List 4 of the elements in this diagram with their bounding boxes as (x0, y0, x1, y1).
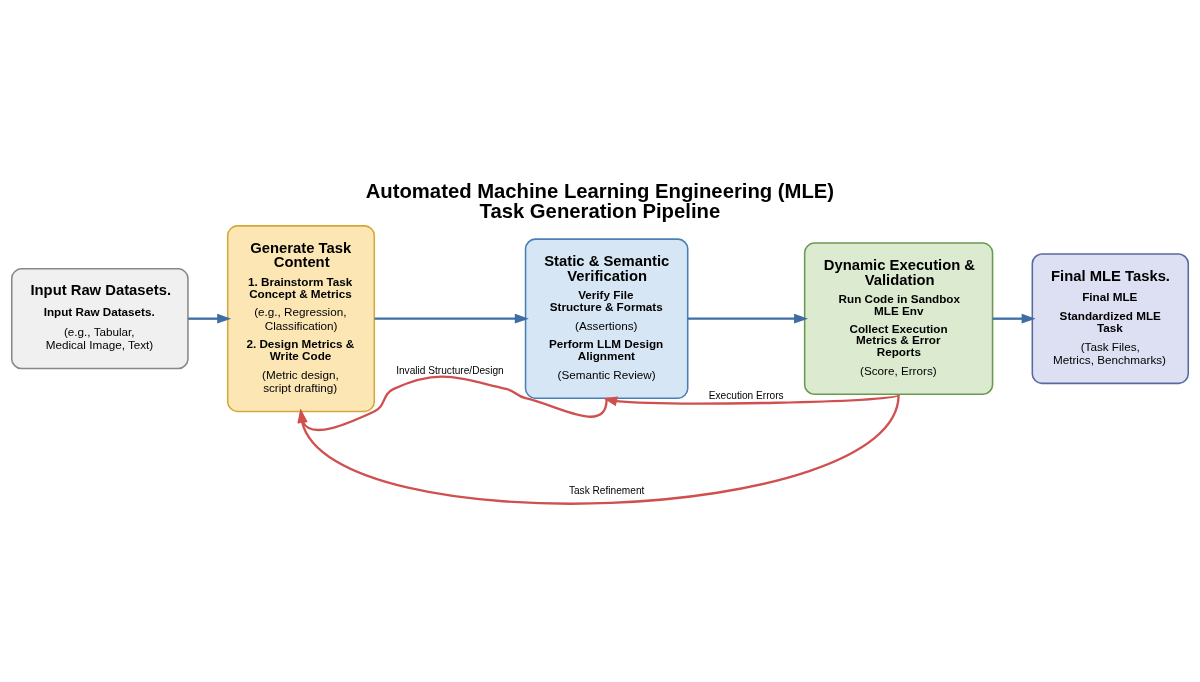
edge-label: Invalid Structure/Design (396, 364, 504, 376)
edge-label: Execution Errors (708, 389, 784, 401)
edge-label: Task Refinement (568, 484, 645, 496)
diagram-title: Automated Machine Learning Engineering (MLE) Task Generation Pipeline (365, 179, 835, 222)
